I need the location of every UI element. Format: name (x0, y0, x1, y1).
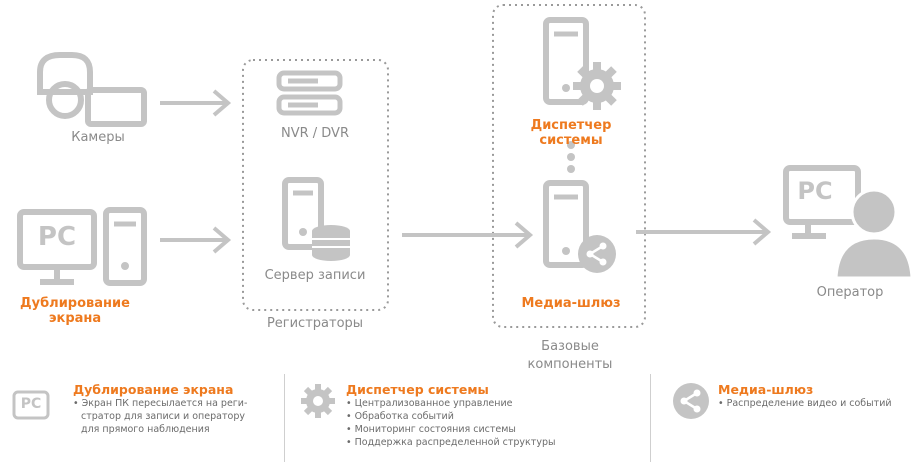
legend-pc-text: PC (20, 396, 42, 412)
legend-item: для прямого наблюдения (81, 424, 210, 435)
legend-pc-icon (12, 390, 50, 420)
cameras-label: Камеры (71, 130, 125, 145)
nvr-icon (276, 70, 343, 116)
arrow-gateway-to-operator (636, 218, 772, 246)
media-gateway-label: Медиа-шлюз (521, 296, 621, 311)
legend-screen-duplication: Дублирование экрана • Экран ПК пересылае… (73, 382, 278, 436)
arrow-pc-to-recorders (160, 226, 232, 254)
legend-item: • Централизованное управление (346, 398, 513, 409)
system-manager-icon (543, 17, 621, 110)
system-manager-label: Диспетчер системы (530, 118, 612, 148)
legend-divider-1 (284, 374, 285, 462)
legend-item: • Поддержка распределенной структуры (346, 437, 556, 448)
operator-icon (783, 165, 911, 280)
operator-label: Оператор (816, 285, 884, 300)
connector-dots (567, 141, 575, 173)
arrow-recorders-to-gateway (402, 221, 534, 249)
nvr-dvr-label: NVR / DVR (280, 126, 349, 141)
legend-system-manager-title: Диспетчер системы (346, 382, 489, 397)
legend-media-gateway: Медиа-шлюз • Распределение видео и событ… (718, 382, 910, 410)
legend-share-icon (673, 383, 709, 419)
legend-item: • Обработка событий (346, 411, 454, 422)
legend-media-gateway-title: Медиа-шлюз (718, 382, 814, 397)
legend-divider-2 (650, 374, 651, 462)
recording-server-label: Сервер записи (264, 268, 366, 283)
recorders-group-label: Регистраторы (266, 316, 364, 331)
core-group-label: Базовые компоненты (527, 339, 613, 372)
arrow-camera-to-recorders (160, 89, 232, 117)
camera-icon (37, 52, 147, 127)
legend-item: • Мониторинг состояния системы (346, 424, 516, 435)
legend-screen-duplication-title: Дублирование экрана (73, 382, 234, 397)
media-gateway-icon (543, 180, 616, 273)
recording-server-icon (282, 177, 350, 261)
legend-item: стратор для записи и оператору (81, 411, 245, 422)
legend-system-manager: Диспетчер системы • Централизованное упр… (346, 382, 646, 449)
legend-item: • Экран ПК пересылается на реги- (73, 398, 248, 409)
operator-pc-text: PC (797, 177, 833, 205)
legend-gear-icon (301, 384, 335, 418)
core-group-box (492, 4, 646, 328)
pc-tower-icon (17, 207, 147, 286)
arrows (160, 89, 772, 254)
legend-item: • Распределение видео и событий (718, 398, 892, 409)
pc-screen-text: PC (37, 222, 77, 252)
screen-duplication-label: Дублирование экрана (20, 296, 130, 326)
